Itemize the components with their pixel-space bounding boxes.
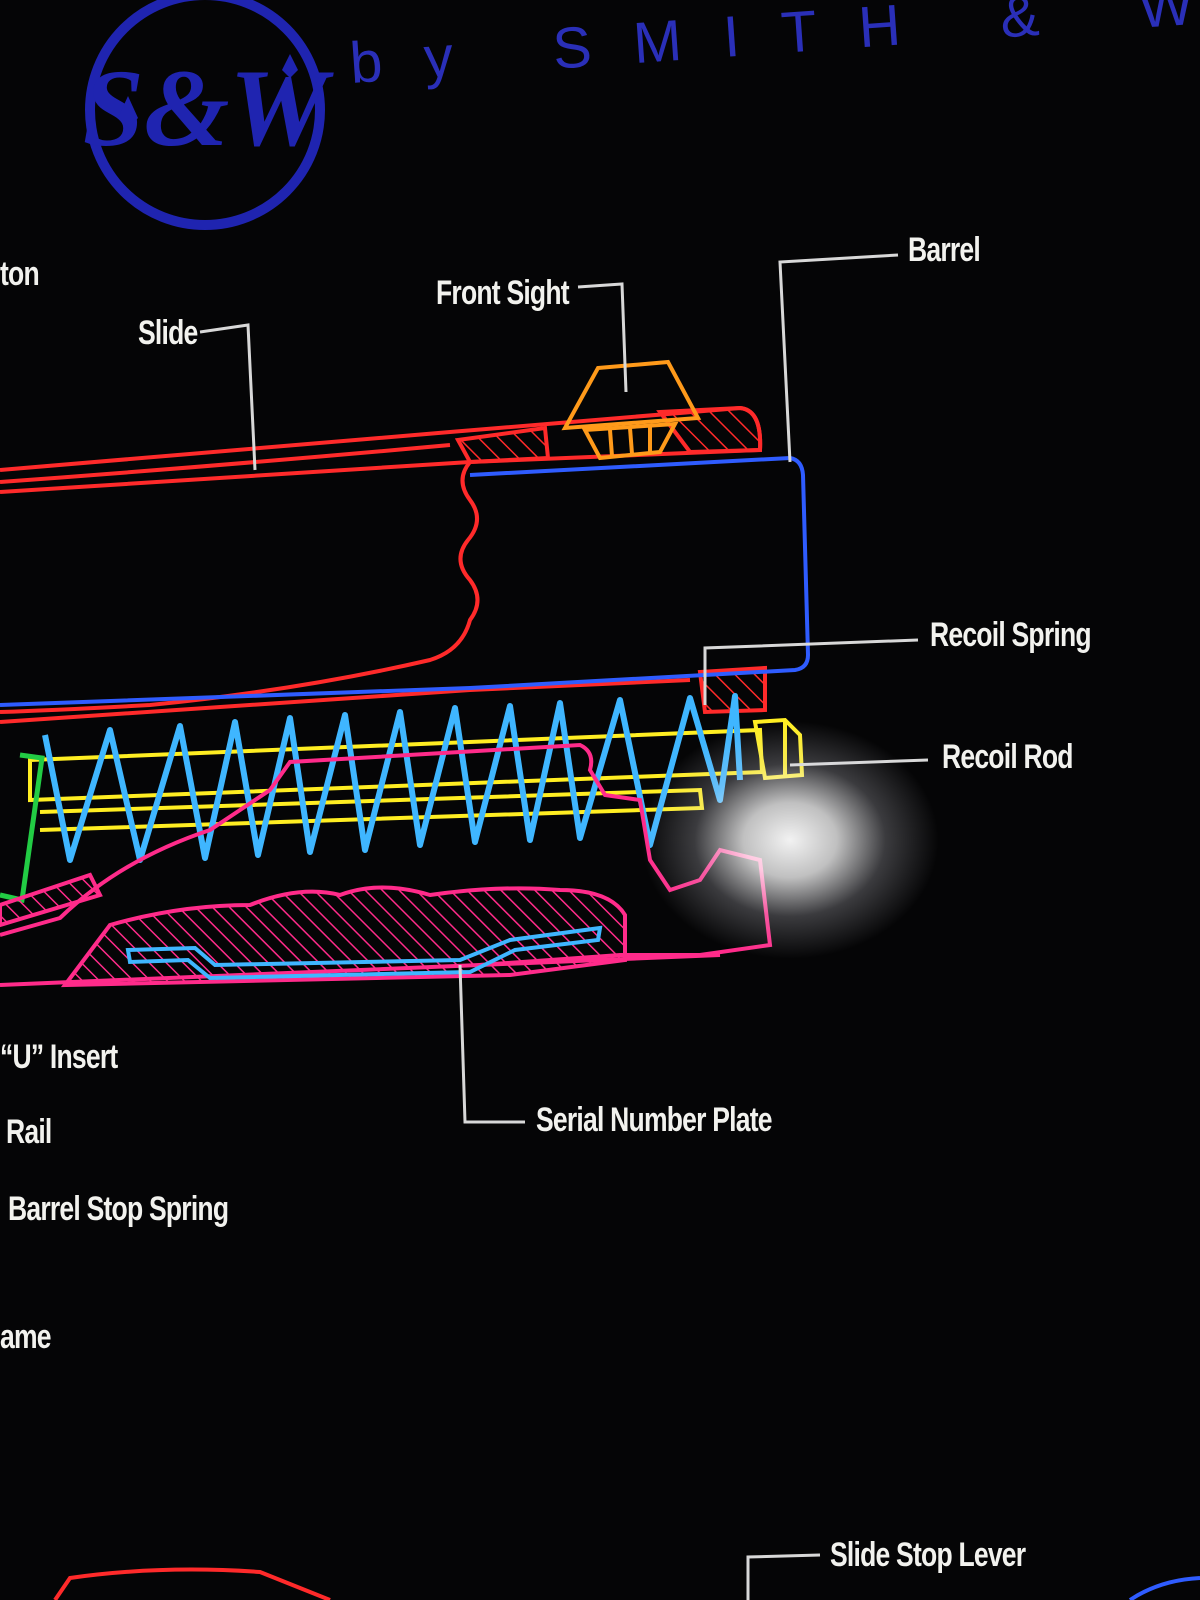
leader-front-sight <box>577 282 628 393</box>
label-barrel-stop-spring: Barrel Stop Spring <box>8 1190 229 1228</box>
slide-hatch-recoil-stop <box>697 665 767 715</box>
frame-part <box>0 742 773 988</box>
label-slide-stop-lever: Slide Stop Lever <box>830 1536 1026 1574</box>
recoil-spring-coil <box>42 693 743 863</box>
recoil-spring-part <box>42 693 743 863</box>
serial-number-plate-part <box>125 925 603 981</box>
label-u-insert: “U” Insert <box>0 1038 118 1076</box>
logo-ring <box>85 0 325 230</box>
leader-recoil-rod <box>789 758 929 767</box>
leader-barrel <box>778 253 899 463</box>
slide-stop-lever-part <box>53 1567 331 1600</box>
barrel-stop-spring-part <box>0 752 45 904</box>
logo-star-right <box>282 54 298 78</box>
label-slide: Slide <box>138 314 198 352</box>
front-sight-rib-2 <box>628 427 634 455</box>
barrel-stop-spring-outline <box>0 752 45 904</box>
logo-star-left <box>118 96 138 128</box>
leader-recoil-spring <box>703 638 919 705</box>
slide-inner-line <box>0 443 451 484</box>
label-rail: Rail <box>6 1113 52 1151</box>
front-sight-body <box>561 359 702 431</box>
slide-hatch-rear <box>454 425 551 465</box>
label-serial-number-plate: Serial Number Plate <box>536 1101 773 1139</box>
corner-blue-partial <box>1128 1576 1200 1600</box>
serial-plate-outline <box>125 925 603 981</box>
barrel-part <box>0 455 811 707</box>
slide-breech-cut <box>0 460 480 714</box>
smith-wesson-logo: S&W <box>83 0 335 230</box>
slide-stop-lever-outline <box>53 1567 331 1600</box>
label-recoil-rod: Recoil Rod <box>942 738 1073 776</box>
frame-hatch-left <box>0 872 103 928</box>
frame-bottom-line <box>0 953 721 987</box>
label-front-sight: Front Sight <box>436 274 570 312</box>
front-sight-base <box>581 421 679 461</box>
front-sight-rib-1 <box>608 429 614 457</box>
leader-serial-number-plate <box>458 964 525 1124</box>
slide-hatch-front <box>656 405 763 455</box>
leader-slide-stop-lever <box>746 1553 821 1600</box>
barrel-outline <box>0 455 811 707</box>
recoil-rod-upper <box>28 727 765 803</box>
leader-slide <box>199 323 257 471</box>
frame-lower-cut <box>60 885 627 988</box>
slide-bottom-line <box>0 678 691 724</box>
label-barrel: Barrel <box>908 231 981 269</box>
logo-monogram: S&W <box>83 47 335 169</box>
label-recoil-spring: Recoil Spring <box>930 616 1092 654</box>
label-button-partial: ton <box>0 255 40 293</box>
slide-part <box>0 405 767 724</box>
label-frame-partial: ame <box>0 1318 52 1356</box>
front-sight-part <box>561 359 702 461</box>
